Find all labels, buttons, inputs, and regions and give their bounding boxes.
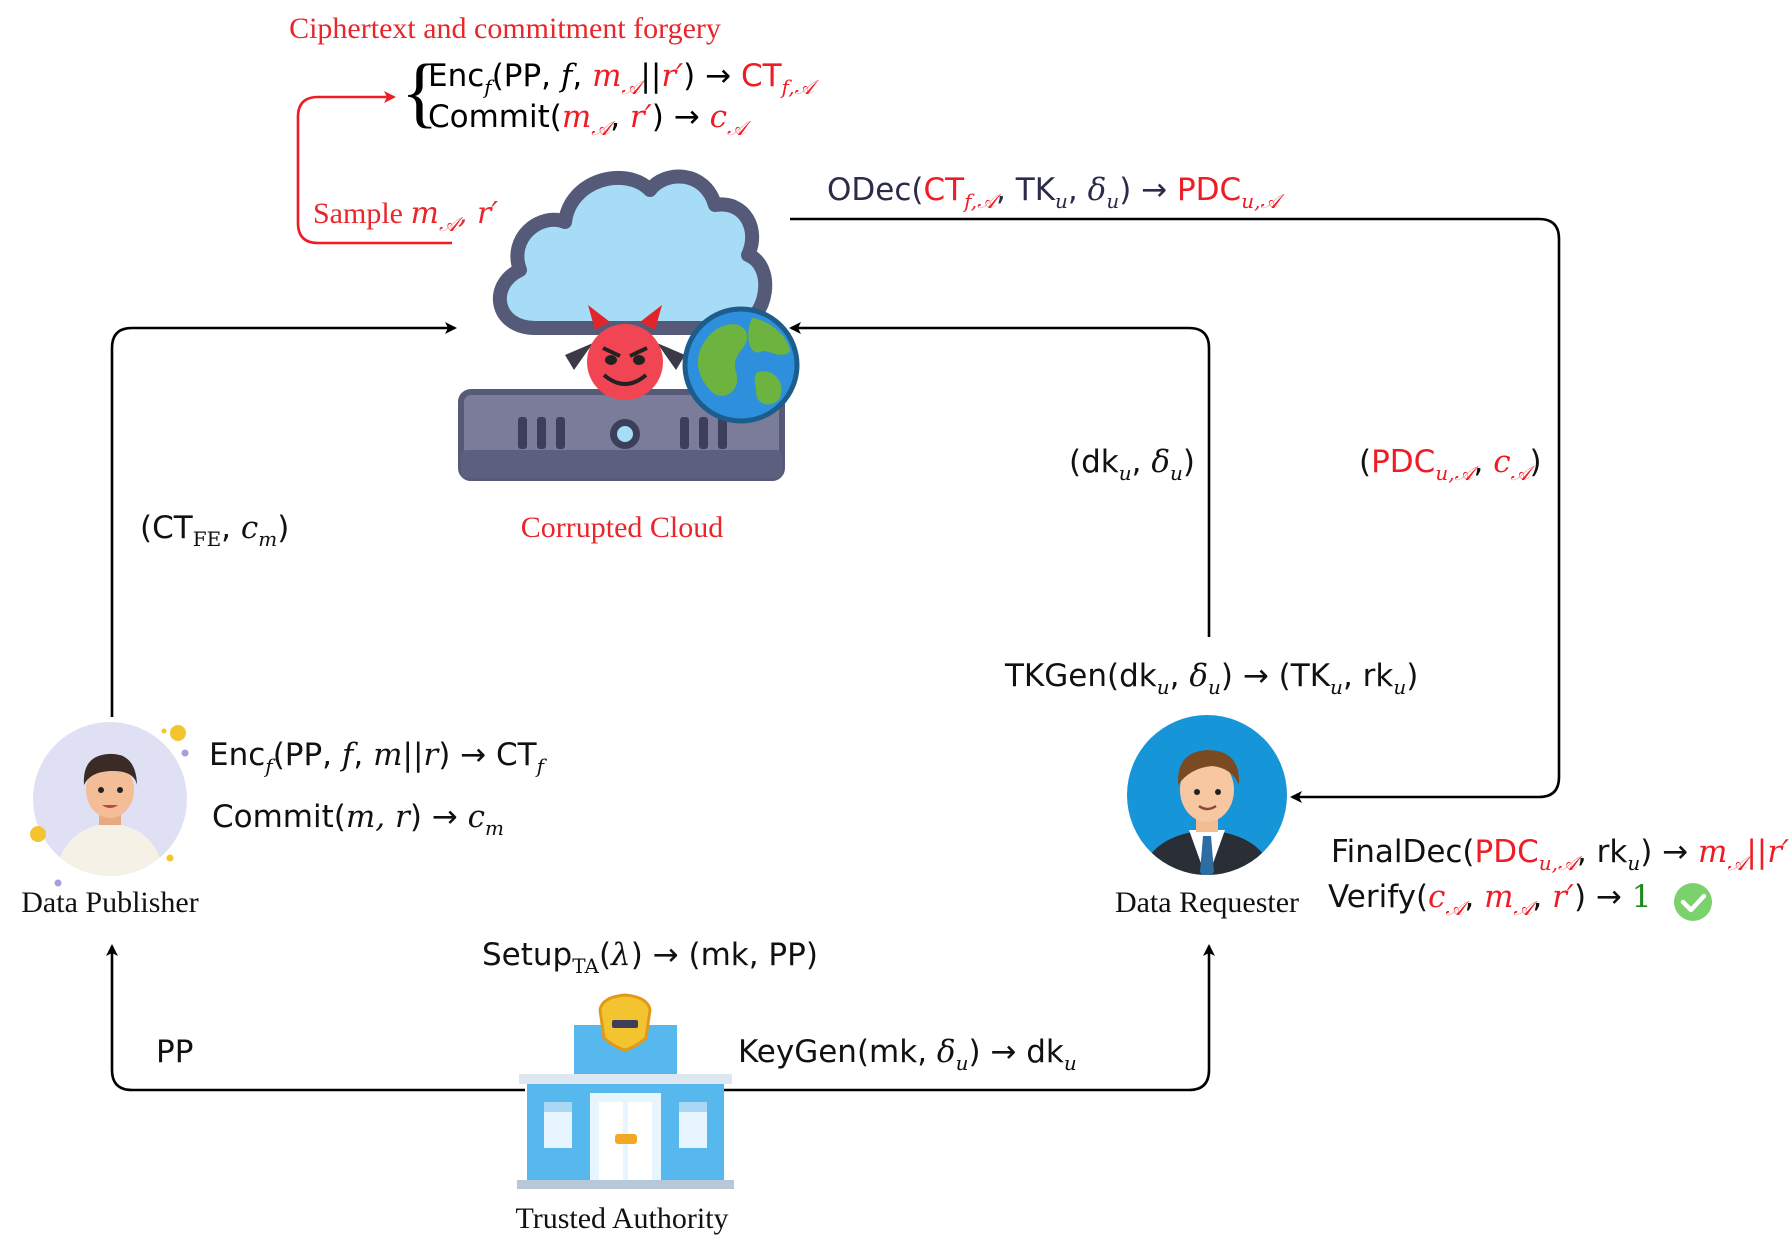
devil-icon <box>565 305 685 400</box>
requester-to-cloud-label: (dku, δu) <box>1069 444 1195 485</box>
publisher-commit-label: Commit(m, r) → cm <box>212 799 504 840</box>
authority-label: Trusted Authority <box>515 1202 728 1235</box>
requester-avatar-icon <box>1127 715 1287 875</box>
forgery-commit: Commit(m𝒜, r′) → c𝒜 <box>428 99 752 140</box>
arrow-authority-to-requester <box>716 944 1215 1092</box>
tkgen-label: TKGen(dku, δu) → (TKu, rku) <box>1004 658 1418 699</box>
forgery-enc: Encf(PP, f, m𝒜||r′) → CTf,𝒜 <box>428 58 820 99</box>
globe-icon <box>682 306 800 424</box>
pp-label: PP <box>156 1034 193 1070</box>
arrow-authority-to-publisher <box>106 944 525 1092</box>
setup-label: SetupTA(λ) → (mk, PP) <box>482 937 818 978</box>
keygen-label: KeyGen(mk, δu) → dku <box>738 1034 1077 1075</box>
arrow-requester-to-cloud <box>789 322 1211 637</box>
publisher-to-cloud-label: (CTFE, cm) <box>140 510 289 551</box>
cloud-server-icon <box>458 169 785 481</box>
cloud-to-requester-label: (PDCu,𝒜, c𝒜) <box>1359 444 1542 485</box>
finaldec-label: FinalDec(PDCu,𝒜, rku) → m𝒜||r′ <box>1331 834 1789 875</box>
authority-building-icon <box>517 993 734 1189</box>
publisher-avatar-icon <box>30 722 189 887</box>
publisher-label: Data Publisher <box>21 886 198 919</box>
arrow-sample-to-forgery <box>296 91 452 245</box>
check-icon <box>1674 883 1712 921</box>
arrow-cloud-to-requester <box>790 217 1561 803</box>
forgery-brace: { <box>401 48 438 135</box>
cloud-label: Corrupted Cloud <box>521 511 724 544</box>
arrow-publisher-to-cloud <box>110 322 457 717</box>
verify-label: Verify(c𝒜, m𝒜, r′) → 1 <box>1328 879 1651 920</box>
publisher-enc-label: Encf(PP, f, m||r) → CTf <box>209 737 548 778</box>
odec-label: ODec(CTf,𝒜, TKu, δu) → PDCu,𝒜 <box>827 172 1285 213</box>
sample-label: Sample m𝒜, r′ <box>313 196 498 236</box>
forgery-title: Ciphertext and commitment forgery <box>289 12 721 45</box>
requester-label: Data Requester <box>1115 886 1299 919</box>
